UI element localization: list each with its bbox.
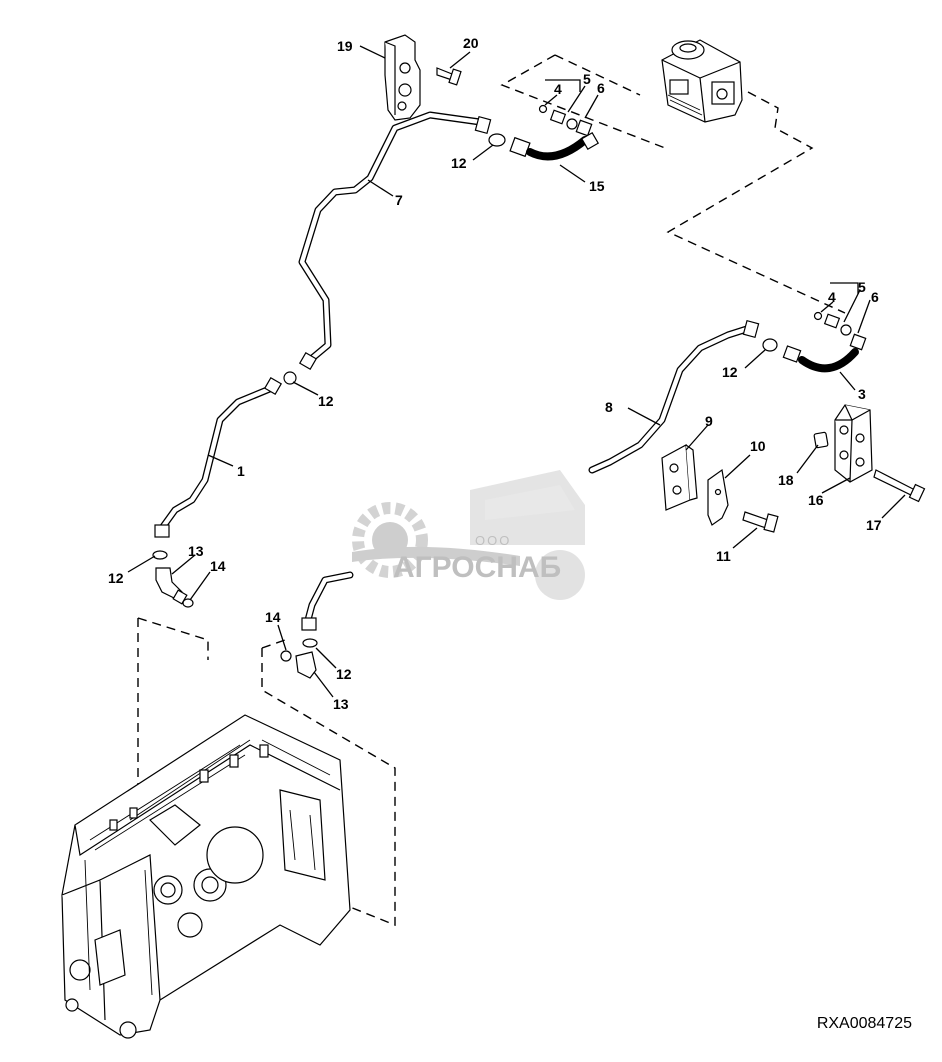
steering-valve-unit — [661, 39, 743, 123]
watermark-logo: ООО АГРОСНАБ — [352, 470, 585, 600]
callout-7: 7 — [395, 192, 403, 208]
right-fittings — [762, 282, 867, 373]
callout-8: 8 — [605, 399, 613, 415]
callout-13-middle: 13 — [333, 696, 349, 712]
block-16 — [834, 404, 873, 483]
bolt-20 — [436, 67, 462, 86]
callout-13-lower-left: 13 — [188, 543, 204, 559]
leader-lines — [127, 45, 906, 698]
callout-11: 11 — [716, 548, 731, 564]
callout-19: 19 — [337, 38, 353, 54]
callout-12-right: 12 — [722, 364, 738, 380]
callout-6-upper: 6 — [597, 80, 605, 96]
transmission-housing — [61, 714, 351, 1039]
pipe-7 — [298, 111, 492, 371]
upper-fittings — [488, 79, 600, 161]
callout-18: 18 — [778, 472, 794, 488]
watermark-small-text: ООО — [475, 533, 511, 548]
bracket-19 — [384, 34, 421, 121]
callout-4-upper: 4 — [554, 81, 562, 97]
middle-lower-fittings — [280, 571, 354, 679]
pipe-1 — [154, 371, 297, 538]
bracket-10 — [707, 468, 729, 526]
callout-10: 10 — [750, 438, 766, 454]
watermark-brand-text: АГРОСНАБ — [393, 551, 561, 584]
drawing-code: RXA0084725 — [816, 1015, 912, 1032]
right-pipe-8 — [588, 319, 760, 474]
callout-4-right: 4 — [828, 289, 836, 305]
callout-labels: 19 20 4 5 6 12 15 7 4 5 6 12 3 8 9 10 18… — [108, 35, 882, 712]
callout-3: 3 — [858, 386, 866, 402]
bolt-17 — [873, 469, 926, 503]
callout-20: 20 — [463, 35, 479, 51]
callout-12-lower-left: 12 — [108, 570, 124, 586]
plug-18 — [813, 431, 829, 449]
callout-15: 15 — [589, 178, 605, 194]
callout-5-upper: 5 — [583, 71, 591, 87]
callout-12-upper: 12 — [451, 155, 467, 171]
callout-5-right: 5 — [858, 279, 866, 295]
lower-left-fittings — [152, 550, 194, 608]
callout-14-middle: 14 — [265, 609, 281, 625]
callout-12-mid: 12 — [318, 393, 334, 409]
dashed-boundaries — [137, 54, 846, 927]
callout-12-middle: 12 — [336, 666, 352, 682]
callout-6-right: 6 — [871, 289, 879, 305]
callout-16: 16 — [808, 492, 824, 508]
callout-9: 9 — [705, 413, 713, 429]
clamp-9 — [661, 444, 698, 511]
callout-17: 17 — [866, 517, 882, 533]
callout-14-lower-left: 14 — [210, 558, 226, 574]
bolt-11 — [742, 511, 779, 533]
callout-1: 1 — [237, 463, 245, 479]
